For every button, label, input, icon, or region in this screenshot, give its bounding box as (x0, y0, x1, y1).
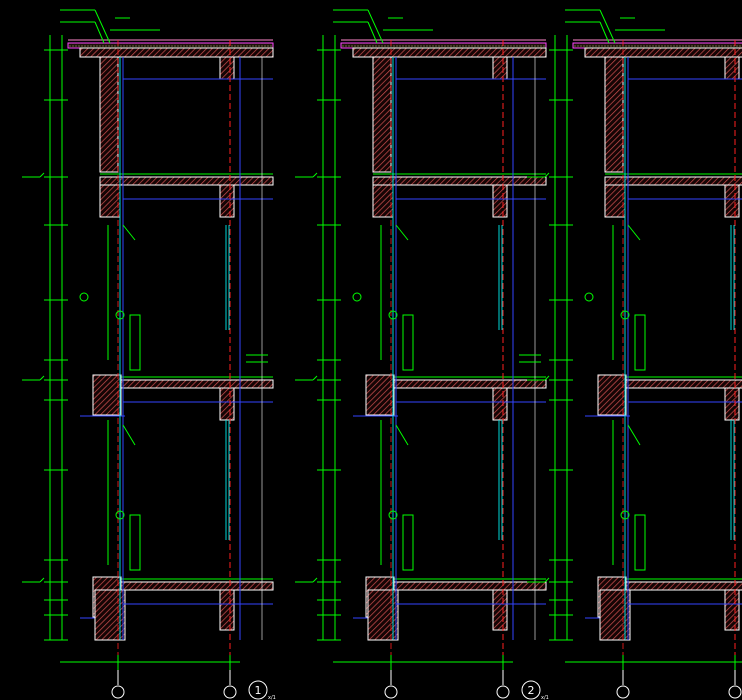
detail-marker-upper (620, 310, 630, 320)
floor-slab (372, 379, 547, 389)
level-marker-arrow (544, 375, 550, 381)
grid-bubble-b (728, 685, 742, 699)
callout-leader-upper (627, 224, 641, 241)
level-marker-arrow (312, 577, 318, 583)
floor-beam (492, 184, 508, 218)
floor-beam (492, 387, 508, 421)
opening-frame-upper (402, 314, 414, 371)
floor-slab (99, 581, 274, 591)
leader-top-1-diag (599, 9, 616, 44)
section-sub-label: x/1 (268, 695, 276, 700)
floor-beam (219, 387, 235, 421)
floor-slab (604, 176, 742, 186)
roof-finish-layer (67, 42, 274, 49)
roof-beam (724, 56, 740, 80)
leader-top-2-diag (599, 21, 610, 44)
floor-slab (99, 379, 274, 389)
upper-wall-left (604, 56, 624, 173)
section-bubble (248, 680, 268, 700)
sections-layer: 1x/12x/13x/1 (22, 9, 742, 700)
leader-top-1-diag (367, 9, 384, 44)
opening-frame-upper (129, 314, 141, 371)
opening-frame-upper (634, 314, 646, 371)
level-marker-arrow (544, 577, 550, 583)
detail-marker-lower (388, 510, 398, 520)
leader-top-2-diag (367, 21, 378, 44)
wall-section-3: 3x/1 (527, 9, 742, 699)
floor-slab (372, 581, 547, 591)
grid-bubble-a (111, 685, 125, 699)
leader-top-2-diag (94, 21, 105, 44)
callout-leader-upper (395, 224, 409, 241)
detail-marker-upper (388, 310, 398, 320)
detail-marker-upper (115, 310, 125, 320)
level-marker-arrow (39, 577, 45, 583)
roof-finish-layer (340, 42, 547, 49)
base-column (219, 589, 235, 631)
detail-marker-lower (115, 510, 125, 520)
lintel-left (372, 184, 394, 218)
level-marker-arrow (544, 172, 550, 178)
callout-leader-upper (122, 224, 136, 241)
detail-marker-lower (620, 510, 630, 520)
roof-slab (352, 47, 547, 58)
lintel-left (604, 184, 626, 218)
callout-leader-lower (627, 424, 641, 446)
floor-slab (372, 176, 547, 186)
detail-bubble (584, 292, 594, 302)
floor-beam (219, 184, 235, 218)
roof-slab (584, 47, 742, 58)
grid-bubble-a (384, 685, 398, 699)
section-bubble-label: 2 (528, 684, 535, 697)
roof-beam (492, 56, 508, 80)
roof-slab (79, 47, 274, 58)
leader-top-1-diag (94, 9, 111, 44)
floor-slab (99, 176, 274, 186)
floor-beam (724, 184, 740, 218)
base-column (492, 589, 508, 631)
base-column (724, 589, 740, 631)
opening-frame-lower (129, 514, 141, 571)
level-marker-arrow (312, 375, 318, 381)
section-sub-label: x/1 (541, 695, 549, 700)
level-marker-arrow (39, 375, 45, 381)
lintel-left (99, 184, 121, 218)
upper-wall-left (99, 56, 119, 173)
roof-finish-layer (572, 42, 742, 49)
upper-wall-left (372, 56, 392, 173)
grid-bubble-a (616, 685, 630, 699)
level-marker-arrow (312, 172, 318, 178)
section-bubble (521, 680, 541, 700)
callout-leader-lower (395, 424, 409, 446)
grid-bubble-b (496, 685, 510, 699)
grid-bubble-b (223, 685, 237, 699)
section-bubble-label: 1 (255, 684, 262, 697)
opening-frame-lower (634, 514, 646, 571)
sill-block (365, 374, 395, 416)
wall-section-2: 2 x/1 (295, 9, 549, 700)
floor-beam (724, 387, 740, 421)
opening-frame-lower (402, 514, 414, 571)
roof-beam (219, 56, 235, 80)
detail-bubble (79, 292, 89, 302)
detail-bubble (352, 292, 362, 302)
sill-block (92, 374, 122, 416)
callout-leader-lower (122, 424, 136, 446)
sill-block (597, 374, 627, 416)
level-marker-arrow (39, 172, 45, 178)
wall-section-1: 1 x/1 (22, 9, 276, 700)
